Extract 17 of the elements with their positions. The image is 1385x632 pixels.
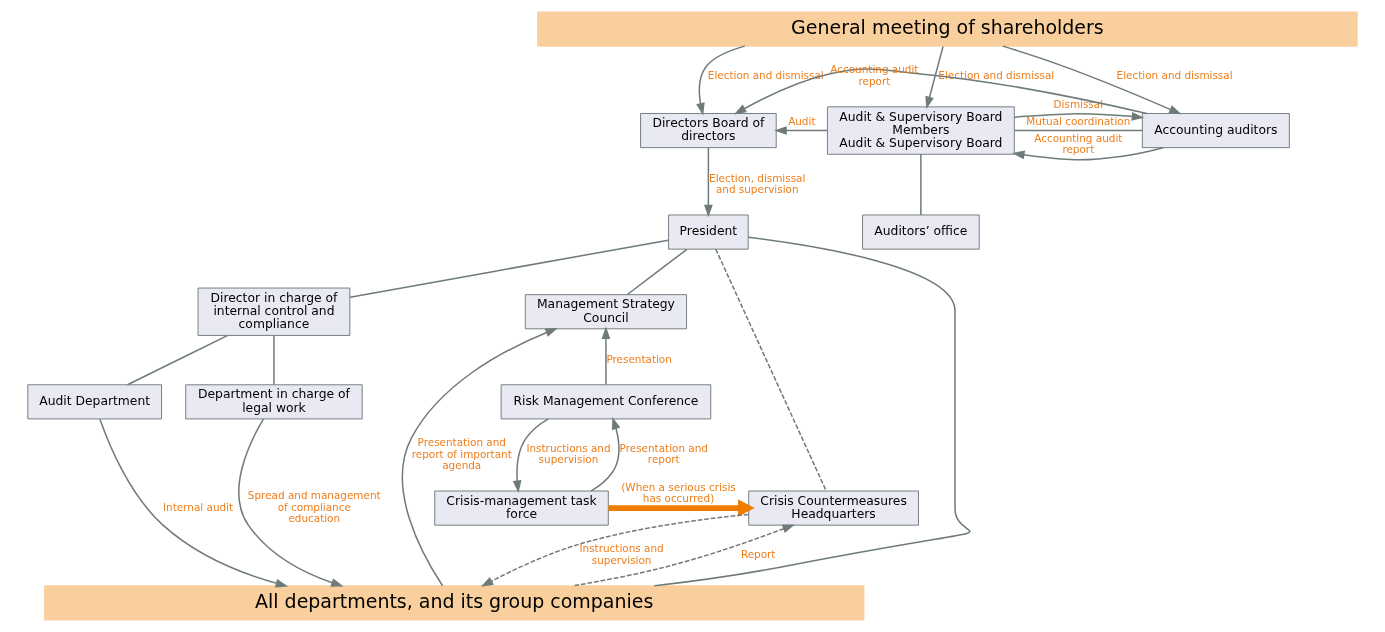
edge-label: Election and dismissal — [1116, 69, 1233, 82]
edge-label: Audit — [788, 114, 816, 127]
edge-label: Instructions and supervision — [526, 441, 611, 466]
edge-label: (When a serious crisis has occurred) — [621, 480, 736, 505]
edge-label: Presentation — [606, 352, 672, 365]
edge-label: Dismissal — [1053, 97, 1104, 110]
edge-label: Accounting audit report — [1034, 131, 1123, 156]
edge-label: Election and dismissal — [707, 69, 824, 82]
edge-label: Presentation and report — [619, 441, 708, 466]
edge-label: Spread and management of compliance education — [247, 489, 381, 525]
edge-label: Presentation and report of important agenda — [411, 436, 512, 471]
edge-label: Mutual coordination — [1026, 114, 1131, 127]
edge-label: Election and dismissal — [938, 69, 1055, 82]
edge-label: Instructions and supervision — [579, 542, 664, 566]
edge-label: Election, dismissal and supervision — [709, 171, 806, 195]
edge-label: Internal audit — [163, 500, 234, 513]
edge-label: Report — [740, 548, 776, 561]
